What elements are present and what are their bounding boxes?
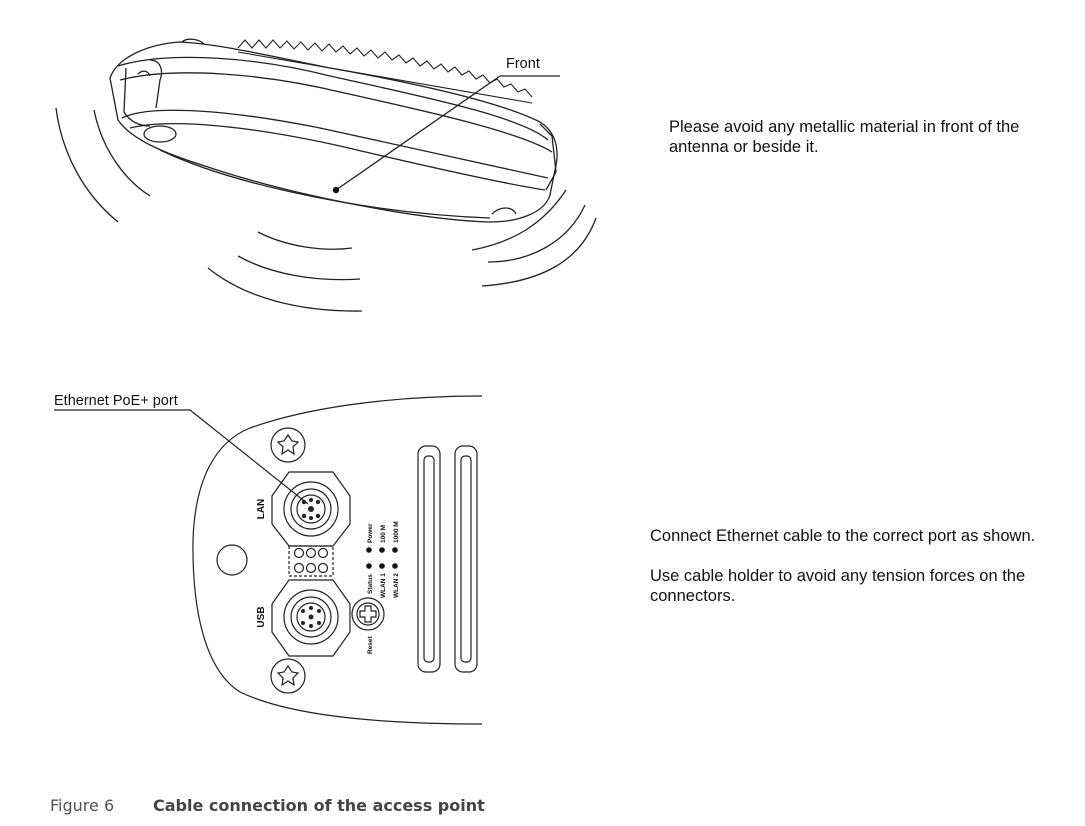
led-label-100m: 100 M [380,525,387,543]
led-label-wlan1: WLAN 1 [380,573,387,598]
metal-warning-note: Please avoid any metallic material in fr… [669,118,1020,156]
usb-port-label: USB [256,606,267,627]
cable-holder-note: Use cable holder to avoid any tension fo… [650,567,1026,605]
led-label-power: Power [367,523,374,543]
led-label-wlan2: WLAN 2 [393,573,400,598]
figure-number: Figure 6 [50,796,115,815]
led-label-1000m: 1000 M [393,521,400,543]
cable-connect-note: Connect Ethernet cable to the correct po… [650,527,1036,545]
reset-button-label: Reset [367,635,374,654]
lan-port-label: LAN [256,499,267,520]
front-callout-label: Front [506,56,540,72]
ethernet-port-callout-label: Ethernet PoE+ port [54,393,178,409]
figure-title: Cable connection of the access point [153,796,485,815]
led-label-status: Status [367,574,374,594]
